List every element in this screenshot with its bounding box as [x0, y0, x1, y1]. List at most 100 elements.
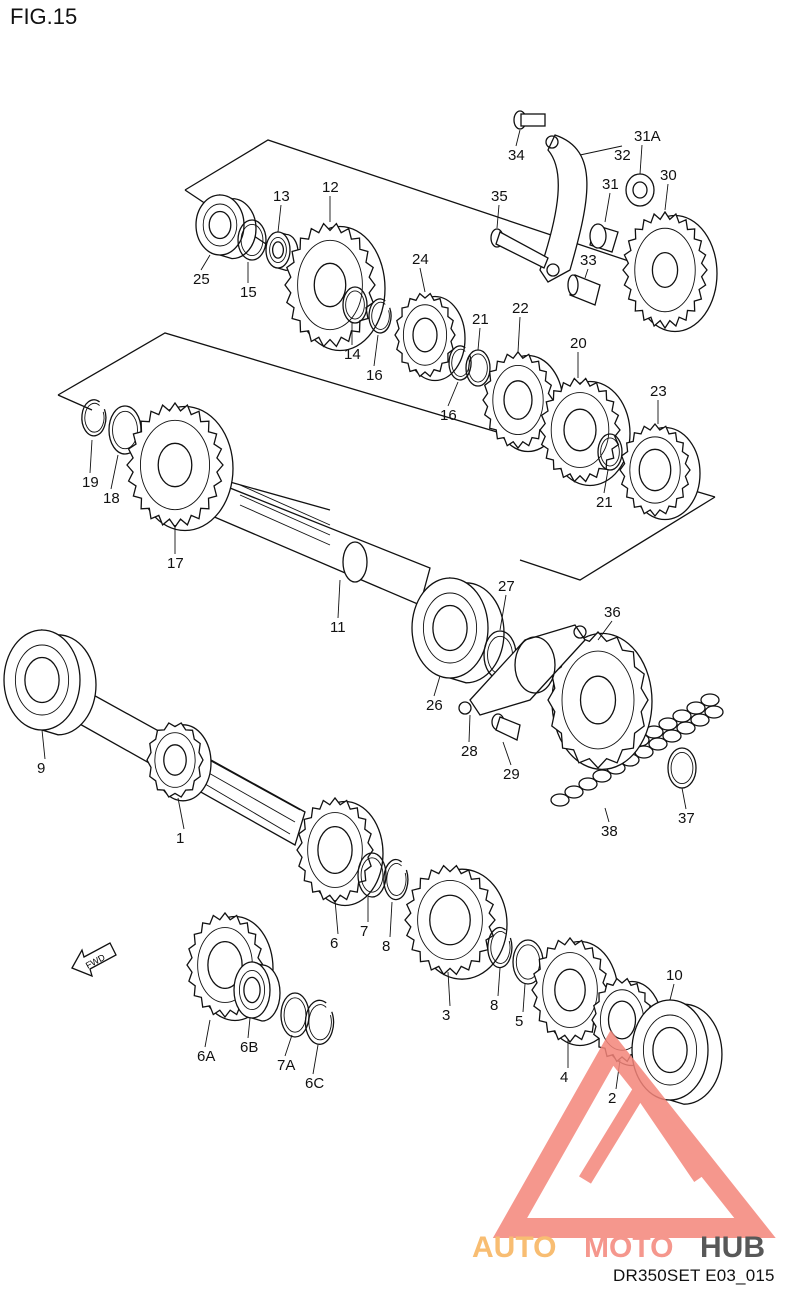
bolt-35 — [490, 228, 549, 269]
part-label-p33: 33 — [580, 252, 597, 269]
chain-link — [550, 793, 570, 807]
leader-line — [447, 381, 459, 407]
circlip-8-upper — [383, 858, 409, 901]
bushing-31 — [589, 223, 619, 253]
part-label-p24: 24 — [412, 251, 429, 268]
watermark-text-moto: MOTO — [584, 1231, 673, 1264]
leader-line — [515, 129, 521, 147]
part-label-p35: 35 — [491, 188, 508, 205]
figure-title: FIG.15 — [10, 4, 78, 29]
washer-14 — [342, 286, 368, 324]
chain-link — [564, 785, 584, 799]
part-label-p20: 20 — [570, 335, 587, 352]
part-label-p4: 4 — [560, 1069, 568, 1086]
leader-line — [603, 469, 609, 494]
leader-line — [284, 1034, 293, 1057]
plate-28 — [458, 624, 587, 716]
part-label-p10: 10 — [666, 967, 683, 984]
gear-24 — [394, 292, 466, 382]
part-label-p26: 26 — [426, 697, 443, 714]
part-label-p15: 15 — [240, 284, 257, 301]
leader-line — [177, 797, 185, 830]
part-label-p23: 23 — [650, 383, 667, 400]
part-label-p6b: 6B — [240, 1039, 258, 1056]
part-label-p31: 31 — [602, 176, 619, 193]
part-label-p28: 28 — [461, 743, 478, 760]
part-label-p8b: 8 — [490, 997, 498, 1014]
part-label-p36: 36 — [604, 604, 621, 621]
leader-line — [639, 144, 643, 175]
leader-line — [204, 1019, 211, 1048]
washer-21-upper — [465, 349, 491, 387]
part-label-p8a: 8 — [382, 938, 390, 955]
part-label-p5: 5 — [515, 1013, 523, 1030]
part-label-p37: 37 — [678, 810, 695, 827]
part-label-p16b: 16 — [440, 407, 457, 424]
part-label-p18: 18 — [103, 490, 120, 507]
part-label-p13: 13 — [273, 188, 290, 205]
leader-line — [312, 1044, 319, 1075]
circlip-6c — [304, 999, 335, 1045]
fwd-arrow-icon: FWD — [71, 942, 117, 978]
part-label-p16a: 16 — [366, 367, 383, 384]
part-label-p25: 25 — [193, 271, 210, 288]
bearing-10 — [631, 999, 723, 1105]
leader-line — [579, 145, 623, 156]
bushing-6b — [233, 961, 281, 1022]
leader-line — [517, 316, 521, 353]
watermark-text-auto: AUTO — [472, 1231, 556, 1264]
chain-link — [704, 705, 724, 719]
chain-link — [658, 717, 678, 731]
leader-line — [433, 675, 441, 697]
gear-12 — [284, 222, 386, 352]
part-label-p22: 22 — [512, 300, 529, 317]
leader-line — [89, 439, 93, 474]
leader-line — [247, 1017, 251, 1039]
part-label-p6: 6 — [330, 935, 338, 952]
leader-line — [597, 620, 613, 641]
drive-chain-38 — [550, 693, 724, 807]
leader-line — [502, 741, 512, 766]
gear-4 — [531, 936, 619, 1047]
circlip-16-upper — [368, 298, 392, 334]
part-label-p11: 11 — [330, 619, 346, 636]
gear-30 — [622, 210, 718, 333]
circlip-19 — [81, 399, 107, 437]
part-label-p7: 7 — [360, 923, 368, 940]
part-label-p7a: 7A — [277, 1057, 295, 1074]
washer-15 — [237, 219, 267, 261]
part-label-p30: 30 — [660, 167, 677, 184]
leader-line — [496, 204, 500, 229]
chain-link — [672, 709, 692, 723]
chain-link — [700, 693, 720, 707]
part-label-p2: 2 — [608, 1090, 616, 1107]
part-label-p27: 27 — [498, 578, 515, 595]
leader-line — [334, 899, 339, 935]
leader-line — [497, 967, 501, 997]
leader-line — [664, 183, 669, 211]
part-label-p21a: 21 — [472, 311, 489, 328]
leader-line — [477, 327, 481, 351]
leader-line — [584, 268, 589, 279]
part-label-p34: 34 — [508, 147, 525, 164]
part-label-p12: 12 — [322, 179, 339, 196]
leader-line — [277, 204, 282, 233]
figure-reference-code: DR350SET E03_015 — [613, 1266, 775, 1285]
gear-3 — [404, 864, 508, 980]
gear-6 — [296, 796, 384, 907]
sprocket-36 — [547, 631, 653, 771]
bearing-25 — [195, 194, 257, 260]
washer-21-lower — [597, 433, 623, 471]
part-label-p19: 19 — [82, 474, 99, 491]
leader-line — [41, 729, 46, 760]
bracket-32 — [539, 134, 588, 283]
leader-line — [373, 334, 379, 367]
washer-7a — [280, 992, 310, 1038]
leader-line — [110, 454, 119, 490]
circlip-37 — [667, 747, 697, 789]
part-label-p3: 3 — [442, 1007, 450, 1024]
part-label-p6c: 6C — [305, 1075, 324, 1092]
